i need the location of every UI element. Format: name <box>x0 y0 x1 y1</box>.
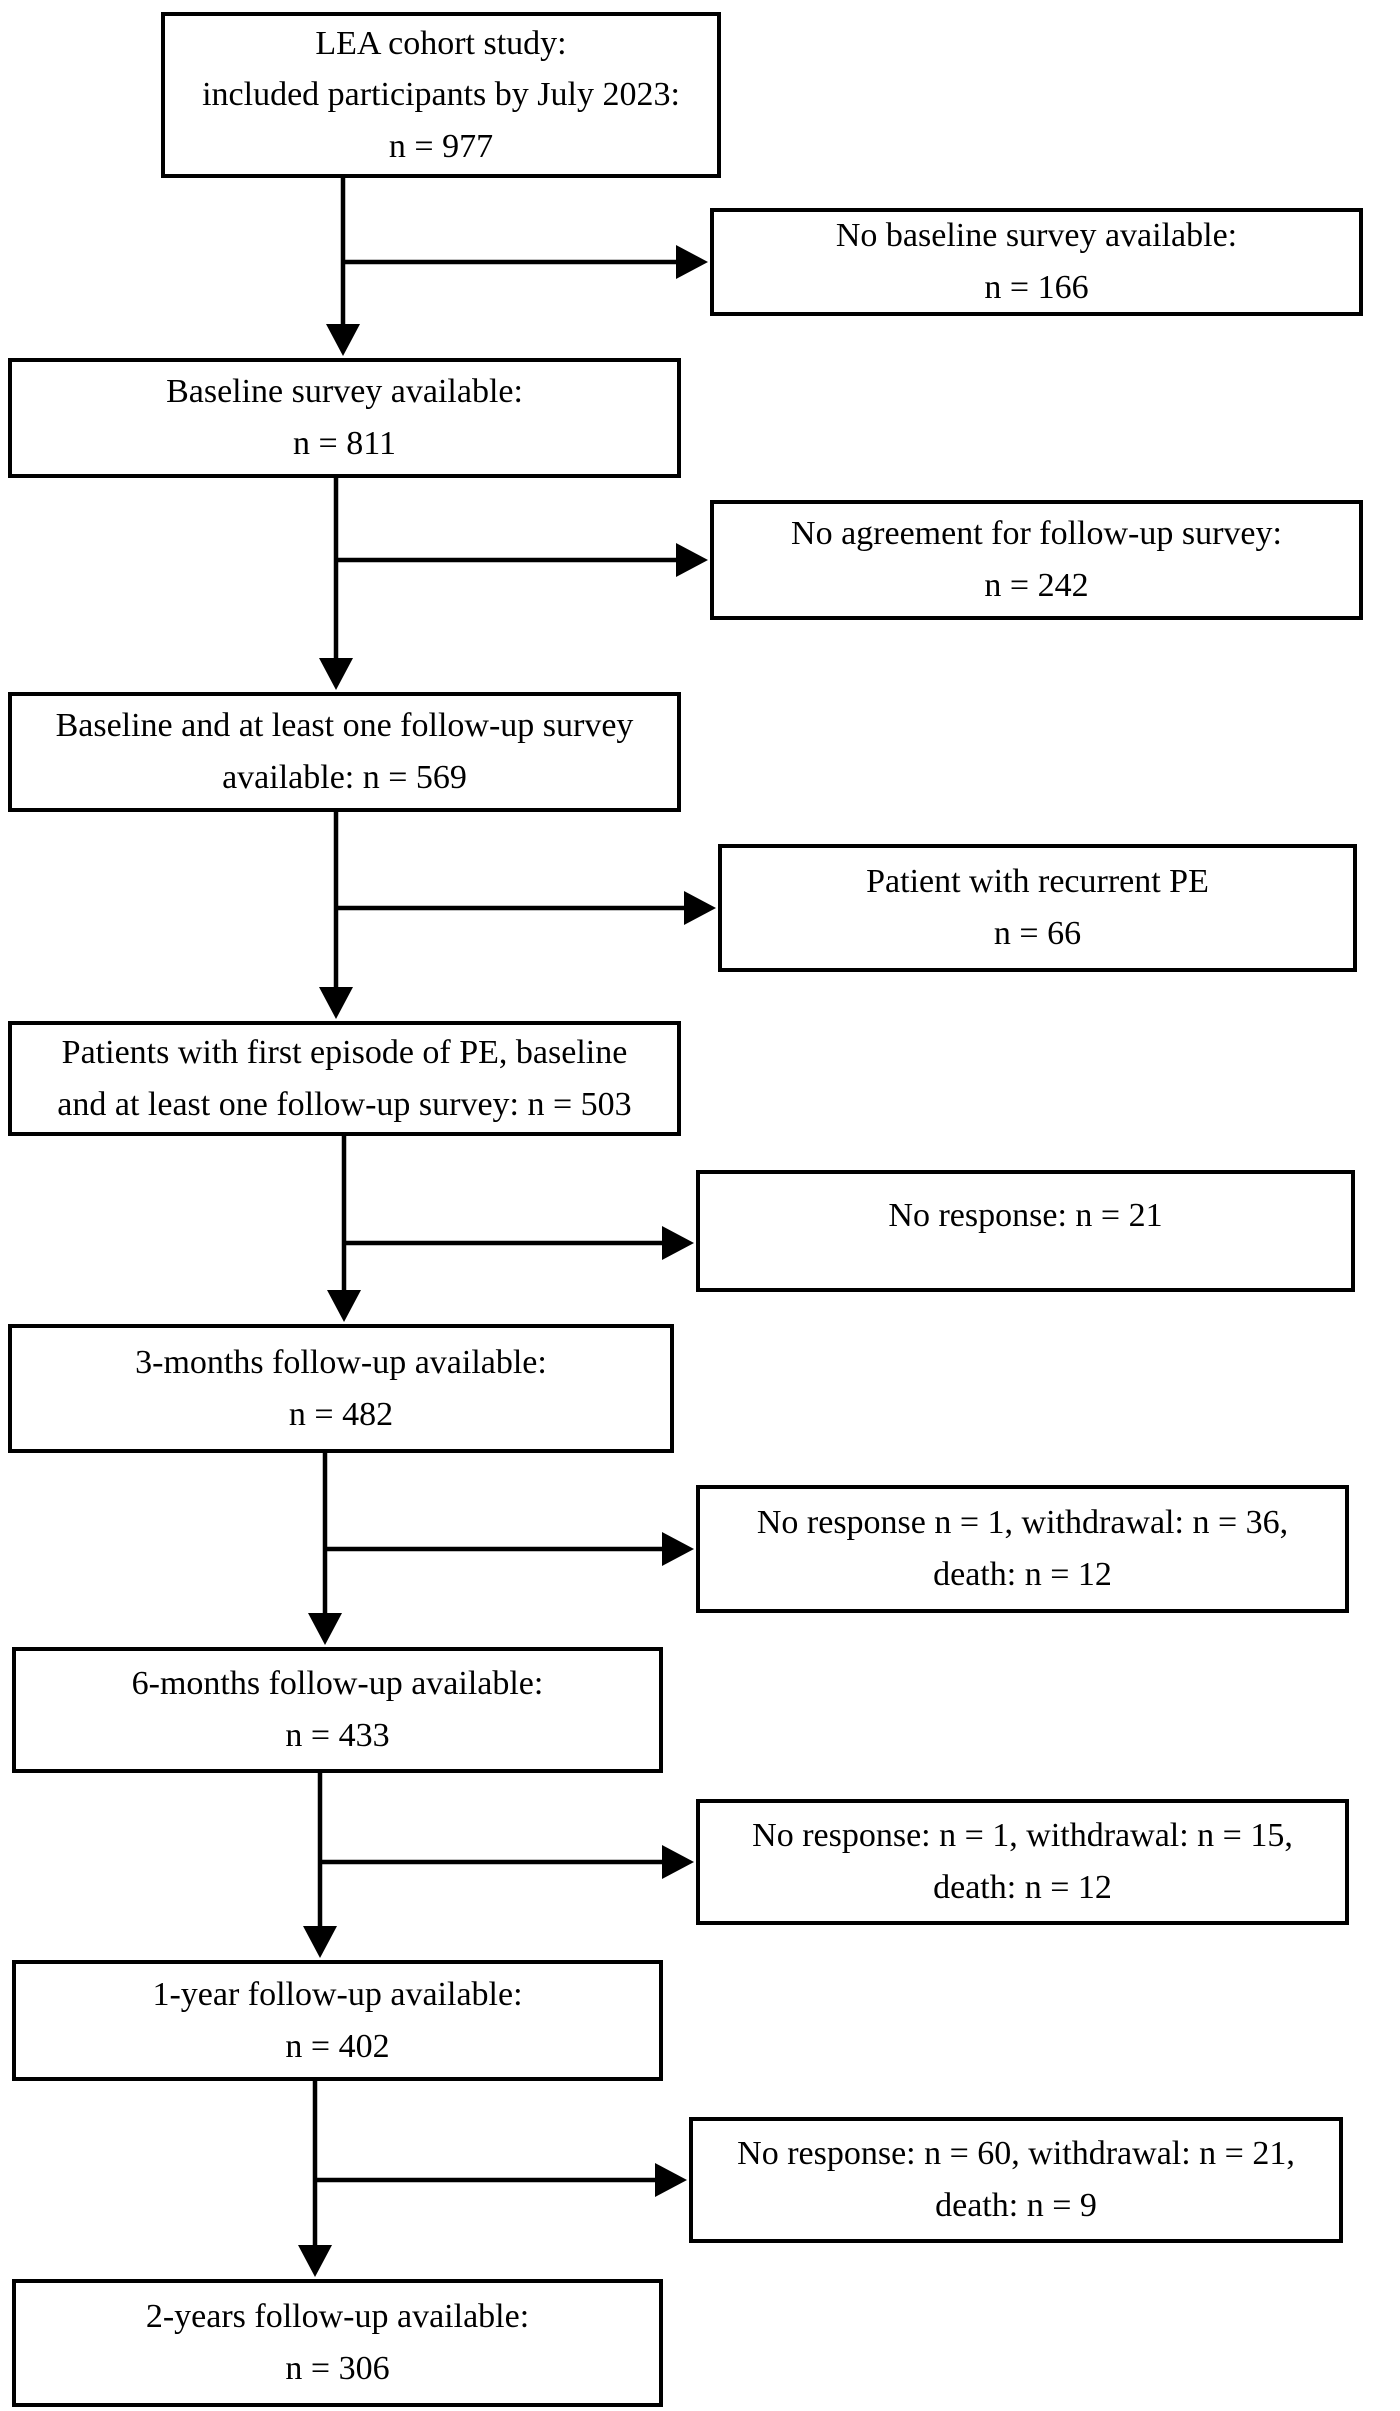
box-text-line: n = 166 <box>984 269 1089 306</box>
box-text-line: and at least one follow-up survey: n = 5… <box>57 1085 632 1123</box>
box-text-line: n = 482 <box>288 1395 394 1433</box>
box-text-line: available: n = 569 <box>222 759 467 796</box>
flow-box-followup-6-months: 6-months follow-up available: n = 433 <box>12 1647 663 1773</box>
flow-box-enrolled: LEA cohort study: included participants … <box>161 12 721 178</box>
arrowhead-right-icon <box>676 245 708 279</box>
box-text-line: No response n = 1, withdrawal: n = 36, <box>756 1504 1289 1542</box>
connector-enrolled <box>326 178 708 356</box>
box-text-line: death: n = 12 <box>933 1556 1112 1593</box>
box-text-line: included participants by July 2023: <box>202 76 680 114</box>
arrowhead-right-icon <box>684 891 716 925</box>
arrowhead-right-icon <box>662 1845 694 1879</box>
box-text-line: 1-year follow-up available: <box>152 1975 523 2013</box>
flow-box-followup-2-years: 2-years follow-up available: n = 306 <box>12 2279 663 2407</box>
box-text-line: 2-years follow-up available: <box>145 2298 530 2336</box>
flow-box-lost-before-6-months: No response n = 1, withdrawal: n = 36, d… <box>696 1485 1349 1613</box>
flow-box-followup-1-year: 1-year follow-up available: n = 402 <box>12 1960 663 2081</box>
arrowhead-down-icon <box>308 1613 342 1645</box>
flow-box-recurrent-pe: Patient with recurrent PE n = 66 <box>718 844 1357 972</box>
arrowhead-right-icon <box>662 1226 694 1260</box>
box-text-line: No response: n = 60, withdrawal: n = 21, <box>737 2135 1295 2173</box>
flow-box-lost-before-2-years: No response: n = 60, withdrawal: n = 21,… <box>689 2117 1343 2243</box>
arrowhead-down-icon <box>326 324 360 356</box>
connector-6-months <box>303 1773 694 1958</box>
box-text-line: n = 977 <box>388 127 494 165</box>
box-text-line: 6-months follow-up available: <box>131 1665 544 1703</box>
connector-first-episode <box>327 1136 694 1322</box>
flow-box-first-episode-pe: Patients with first episode of PE, basel… <box>8 1021 681 1136</box>
box-text-line: death: n = 12 <box>933 1869 1112 1906</box>
box-text-line: No response: n = 21 <box>888 1197 1163 1234</box>
flow-box-lost-before-3-months: No response: n = 21 <box>696 1170 1355 1292</box>
arrowhead-right-icon <box>662 1532 694 1566</box>
box-text-line: n = 66 <box>993 915 1082 952</box>
box-text-line: death: n = 9 <box>935 2187 1097 2224</box>
box-text-line: No agreement for follow-up survey: <box>791 515 1282 553</box>
box-text-line: No response: n = 1, withdrawal: n = 15, <box>752 1817 1293 1855</box>
connector-3-months <box>308 1453 694 1645</box>
connector-1-year <box>298 2081 687 2277</box>
connector-baseline-available <box>319 478 708 690</box>
arrowhead-right-icon <box>676 543 708 577</box>
box-text-line: n = 306 <box>285 2350 390 2387</box>
flow-box-followup-3-months: 3-months follow-up available: n = 482 <box>8 1324 674 1453</box>
arrowhead-down-icon <box>298 2245 332 2277</box>
box-text-line: Patient with recurrent PE <box>866 863 1209 901</box>
arrowhead-right-icon <box>655 2163 687 2197</box>
flow-box-no-followup-agreement: No agreement for follow-up survey: n = 2… <box>710 500 1363 620</box>
box-text-line: Baseline survey available: <box>166 373 523 411</box>
arrowhead-down-icon <box>319 658 353 690</box>
arrowhead-down-icon <box>303 1926 337 1958</box>
arrowhead-down-icon <box>327 1290 361 1322</box>
box-text-line: Baseline and at least one follow-up surv… <box>55 707 634 745</box>
box-text-line: 3-months follow-up available: <box>135 1343 547 1381</box>
box-text-line: Patients with first episode of PE, basel… <box>61 1033 628 1071</box>
flow-box-no-baseline-survey: No baseline survey available: n = 166 <box>710 208 1363 316</box>
box-text-line: n = 811 <box>293 425 396 462</box>
box-text-line: n = 433 <box>285 1717 390 1754</box>
arrowhead-down-icon <box>319 987 353 1019</box>
box-text-line: n = 402 <box>285 2027 390 2065</box>
flow-box-baseline-plus-followup: Baseline and at least one follow-up surv… <box>8 692 681 812</box>
connector-baseline-plus-followup <box>319 812 716 1019</box>
box-text-line: n = 242 <box>984 567 1089 604</box>
flow-box-lost-before-1-year: No response: n = 1, withdrawal: n = 15, … <box>696 1799 1349 1925</box>
box-text-line: LEA cohort study: <box>315 24 567 62</box>
box-text-line: No baseline survey available: <box>835 217 1238 255</box>
flow-box-baseline-available: Baseline survey available: n = 811 <box>8 358 681 478</box>
